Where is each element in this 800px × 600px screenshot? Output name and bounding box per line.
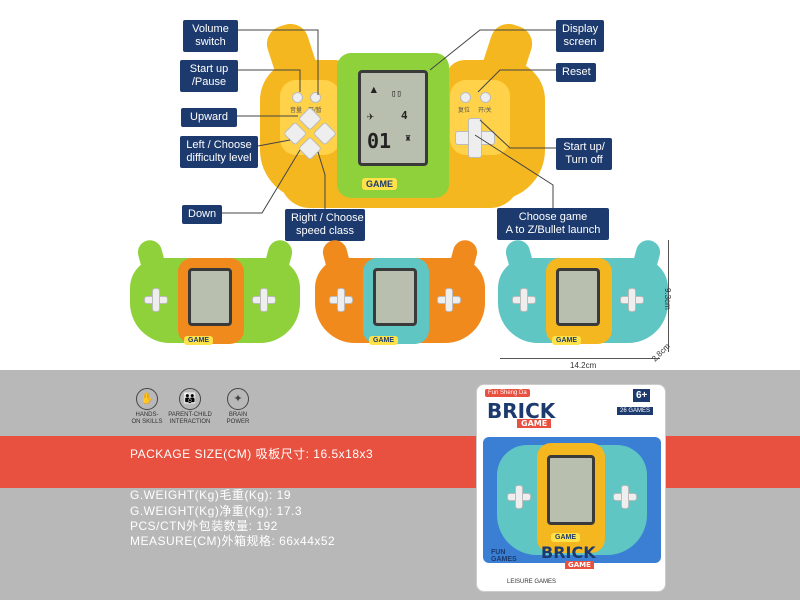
variant-dpad-3-left xyxy=(512,288,536,312)
package-game-badge: GAME xyxy=(551,533,580,542)
callout-volume-switch: Volume switch xyxy=(183,20,238,52)
power-button[interactable] xyxy=(480,92,491,103)
package-card: Fun Sheng Da BRICK GAME 6+ 26 GAMES GAME… xyxy=(476,384,666,592)
reset-button[interactable] xyxy=(460,92,471,103)
callout-display-screen: Display screen xyxy=(556,20,604,52)
feature-brain-power: ✦ BRAIN POWER xyxy=(208,388,268,426)
lcd-score: 01 xyxy=(367,129,392,153)
spec-gross-weight: G.WEIGHT(Kg)毛重(Kg): 19 xyxy=(130,488,292,502)
variant-screen-2 xyxy=(373,268,417,326)
height-dimension: 9.3cm xyxy=(663,288,672,310)
package-bottom-title: BRICK xyxy=(541,543,596,562)
spec-package-size: PACKAGE SIZE(CM) 吸板尺寸: 16.5x18x3 xyxy=(130,447,374,461)
variant-dpad-3-right xyxy=(620,288,644,312)
package-bottom-subtitle: GAME xyxy=(565,561,594,569)
volume-button[interactable] xyxy=(292,92,303,103)
package-dpad-right xyxy=(613,485,637,509)
callout-upward: Upward xyxy=(181,108,237,127)
variant-screen-1 xyxy=(188,268,232,326)
package-size-band xyxy=(0,436,800,488)
variant-dpad-2-right xyxy=(437,288,461,312)
package-subtitle: GAME xyxy=(517,419,552,428)
callout-reset: Reset xyxy=(556,63,596,82)
leader-lines xyxy=(222,29,556,214)
game-badge-2: GAME xyxy=(369,336,398,345)
variant-dpad-1-left xyxy=(144,288,168,312)
main-controller: ▴ ▯▯ ✈ 4 01 ♜ GAME 音量 开/暂 复位 开/关 xyxy=(250,19,550,215)
brain-icon: ✦ xyxy=(227,388,249,410)
spec-net-weight: G.WEIGHT(Kg)净重(Kg): 17.3 xyxy=(130,504,303,518)
package-fun-logo: FUN GAMES xyxy=(491,549,517,563)
feature-parent-child: 👪 PARENT-CHILD INTERACTION xyxy=(160,388,220,426)
height-dimension-line xyxy=(668,240,669,352)
package-dpad-left xyxy=(507,485,531,509)
spec-measure: MEASURE(CM)外箱规格: 66x44x52 xyxy=(130,534,336,548)
feature-hands-on: ✋ HANDS- ON SKILLS xyxy=(117,388,177,426)
callout-start-turnoff: Start up/ Turn off xyxy=(556,138,612,170)
game-badge-1: GAME xyxy=(184,336,213,345)
width-dimension: 14.2cm xyxy=(570,361,597,370)
spec-pcs-ctn: PCS/CTN外包装数量: 192 xyxy=(130,519,278,533)
callout-down: Down xyxy=(182,205,222,224)
game-badge-3: GAME xyxy=(552,336,581,345)
width-dimension-line xyxy=(500,358,660,359)
package-games-count: 26 GAMES xyxy=(617,407,654,415)
package-leisure: LEISURE GAMES xyxy=(507,579,557,585)
variant-controller-teal: GAME xyxy=(498,237,668,348)
volume-label: 音量 xyxy=(290,108,303,114)
game-badge: GAME xyxy=(362,178,397,190)
variant-dpad-1-right xyxy=(252,288,276,312)
package-brand: Fun Sheng Da xyxy=(485,389,530,397)
variant-controller-green: GAME xyxy=(130,237,300,348)
parent-child-icon: 👪 xyxy=(179,388,201,410)
reset-label: 复位 xyxy=(458,108,471,114)
variant-screen-3 xyxy=(556,268,600,326)
callout-start-pause: Start up /Pause xyxy=(180,60,238,92)
callout-right-choose: Right / Choose speed class xyxy=(285,209,365,241)
callout-left-choose: Left / Choose difficulty level xyxy=(180,136,258,168)
callout-choose-game: Choose game A to Z/Bullet launch xyxy=(497,208,609,240)
display-screen: ▴ ▯▯ ✈ 4 01 ♜ xyxy=(358,70,428,166)
variant-dpad-2-left xyxy=(329,288,353,312)
hand-icon: ✋ xyxy=(136,388,158,410)
start-pause-button[interactable] xyxy=(310,92,321,103)
power-label: 开/关 xyxy=(478,108,492,114)
package-age: 6+ xyxy=(633,389,651,402)
package-screen xyxy=(547,455,595,525)
variant-controller-orange: GAME xyxy=(315,237,485,348)
